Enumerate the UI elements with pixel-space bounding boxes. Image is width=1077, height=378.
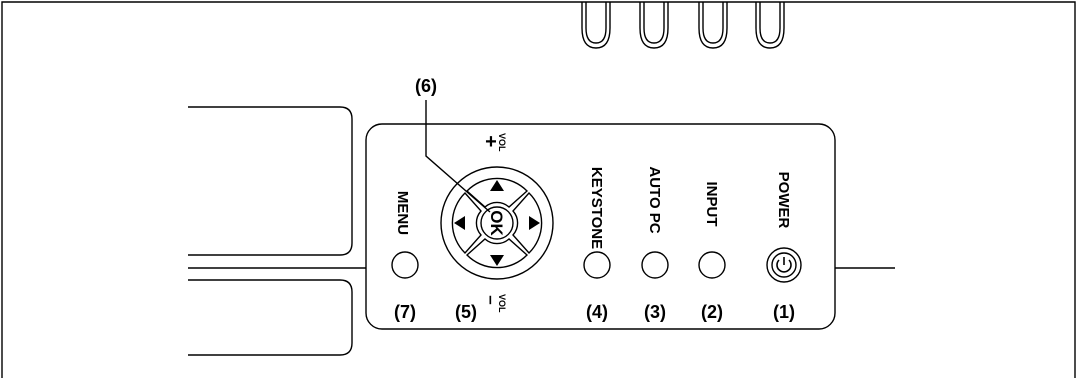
up-arrow-button[interactable] — [465, 177, 529, 208]
volume-down-label: – VOL — [482, 294, 507, 313]
input-button-label: INPUT — [703, 182, 720, 227]
keystone-control: KEYSTONE (4) — [583, 167, 611, 322]
power-button-number: (1) — [773, 302, 795, 322]
right-arrow-button[interactable] — [512, 191, 543, 255]
upper-housing-panel — [188, 106, 353, 256]
volume-down-vol-label: VOL — [497, 294, 507, 313]
volume-up-vol-label: VOL — [497, 133, 507, 152]
auto-pc-button-number: (3) — [644, 302, 666, 322]
auto-pc-button-label: AUTO PC — [646, 166, 663, 233]
keystone-button[interactable] — [583, 251, 611, 279]
right-arrow-icon — [529, 216, 540, 230]
lower-housing-panel — [188, 279, 353, 356]
keystone-button-label: KEYSTONE — [588, 167, 605, 249]
left-arrow-button[interactable] — [451, 191, 482, 255]
volume-up-sign: + — [485, 131, 497, 153]
ok-button-label: OK — [487, 210, 506, 236]
left-arrow-icon — [454, 216, 465, 230]
power-control: POWER (1) — [766, 172, 802, 322]
vent-fins — [581, 2, 785, 49]
volume-up-label: + VOL — [485, 131, 507, 153]
menu-button[interactable] — [391, 251, 419, 279]
power-button-label: POWER — [775, 172, 792, 229]
up-arrow-icon — [490, 180, 504, 191]
down-arrow-button[interactable] — [465, 238, 529, 269]
keystone-button-number: (4) — [586, 302, 608, 322]
input-button[interactable] — [698, 251, 726, 279]
direction-pad: OK — [440, 166, 554, 280]
auto-pc-button[interactable] — [641, 251, 669, 279]
down-arrow-icon — [490, 255, 504, 266]
auto-pc-control: AUTO PC (3) — [641, 166, 669, 322]
input-button-number: (2) — [701, 302, 723, 322]
ok-callout-line — [425, 100, 491, 213]
power-icon — [776, 257, 792, 273]
menu-button-number: (7) — [394, 302, 416, 322]
input-control: INPUT (2) — [698, 182, 726, 322]
ok-pad-number: (5) — [455, 302, 477, 322]
ok-callout-number: (6) — [415, 76, 437, 96]
menu-control: MENU (7) — [391, 191, 419, 322]
menu-button-label: MENU — [394, 191, 411, 235]
volume-down-sign: – — [482, 295, 501, 304]
ok-button[interactable] — [480, 206, 514, 240]
